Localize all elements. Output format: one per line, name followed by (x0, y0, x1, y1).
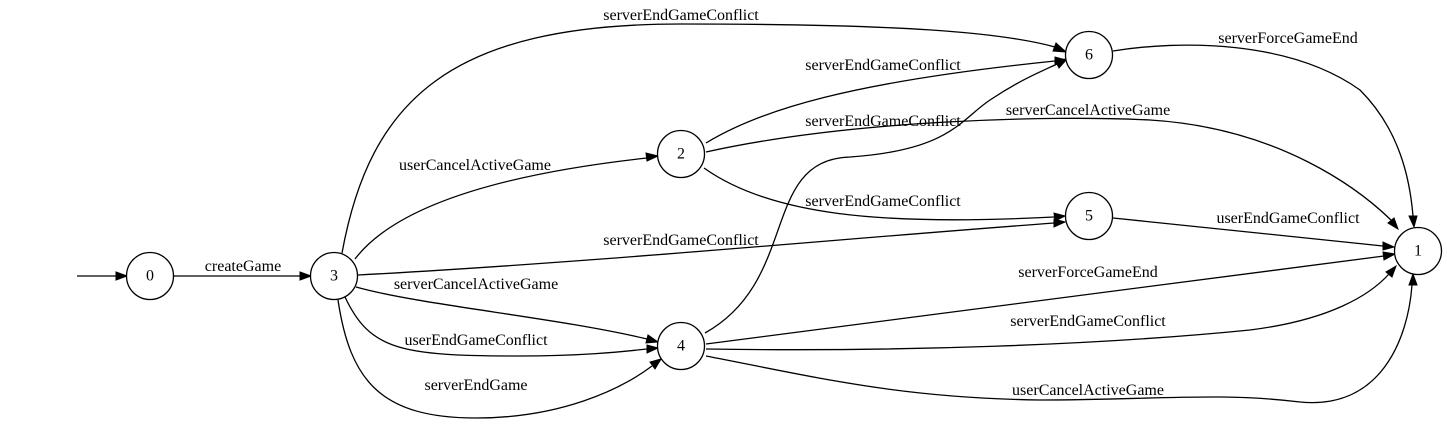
state-node-3: 3 (309, 251, 359, 301)
state-label-5: 5 (1085, 208, 1093, 225)
edge-label-4-1-cancel: userCancelActiveGame (1012, 382, 1164, 399)
state-label-0: 0 (146, 268, 154, 285)
edge-3-to-4-cancel: serverCancelActiveGame (355, 276, 660, 344)
edge-label-2-6: serverEndGameConflict (805, 57, 961, 74)
state-label-3: 3 (330, 268, 338, 285)
edge-label-3-4-conflict: userEndGameConflict (404, 332, 548, 349)
edge-2-to-5: serverEndGameConflict (703, 167, 1067, 222)
edge-0-to-3: createGame (174, 258, 313, 281)
edge-2-to-6: serverEndGameConflict (705, 56, 1068, 144)
state-label-6: 6 (1085, 47, 1093, 64)
edge-label-3-4-end: serverEndGame (424, 377, 527, 394)
edge-label-3-5: serverEndGameConflict (603, 232, 759, 249)
edge-4-to-1-force: serverForceGameEnd (705, 251, 1397, 345)
edge-label-5-1: userEndGameConflict (1216, 210, 1360, 227)
edge-3-to-4-end: serverEndGame (337, 299, 663, 419)
edge-label-3-2: userCancelActiveGame (399, 157, 551, 174)
edge-6-to-1: serverForceGameEnd (1112, 30, 1418, 229)
edge-label-3-6: serverEndGameConflict (603, 7, 759, 24)
edge-label-4-1-force: serverForceGameEnd (1018, 264, 1158, 281)
edge-4-to-6: serverEndGameConflict (704, 58, 1069, 334)
edge-4-to-1-conflict: serverEndGameConflict (705, 264, 1397, 351)
edge-3-to-6: serverEndGameConflict (341, 7, 1068, 254)
state-node-1: 1 (1393, 226, 1443, 276)
edge-3-to-4-conflict: userEndGameConflict (344, 296, 660, 357)
state-label-4: 4 (677, 338, 685, 355)
edge-3-to-2: userCancelActiveGame (354, 152, 660, 260)
state-node-2: 2 (656, 129, 706, 179)
edge-label-4-1-conflict: serverEndGameConflict (1010, 313, 1166, 330)
edge-label-6-1: serverForceGameEnd (1218, 30, 1358, 47)
edge-5-to-1: userEndGameConflict (1112, 210, 1396, 251)
state-label-1: 1 (1414, 243, 1422, 260)
state-label-2: 2 (677, 146, 685, 163)
edge-label-3-4-cancel: serverCancelActiveGame (394, 276, 558, 293)
state-node-6: 6 (1064, 30, 1114, 80)
edge-2-to-1: serverCancelActiveGame (705, 102, 1399, 231)
edge-label-4-6: serverEndGameConflict (805, 113, 961, 130)
state-node-4: 4 (656, 321, 706, 371)
start-edge (77, 271, 129, 281)
edge-3-to-5: serverEndGameConflict (357, 218, 1067, 276)
state-node-0: 0 (125, 251, 175, 301)
edge-label-0-3: createGame (205, 258, 281, 275)
edge-label-2-1: serverCancelActiveGame (1006, 102, 1170, 119)
edge-4-to-1-cancel: userCancelActiveGame (705, 272, 1418, 404)
state-node-5: 5 (1064, 191, 1114, 241)
edge-label-2-5: serverEndGameConflict (805, 193, 961, 210)
